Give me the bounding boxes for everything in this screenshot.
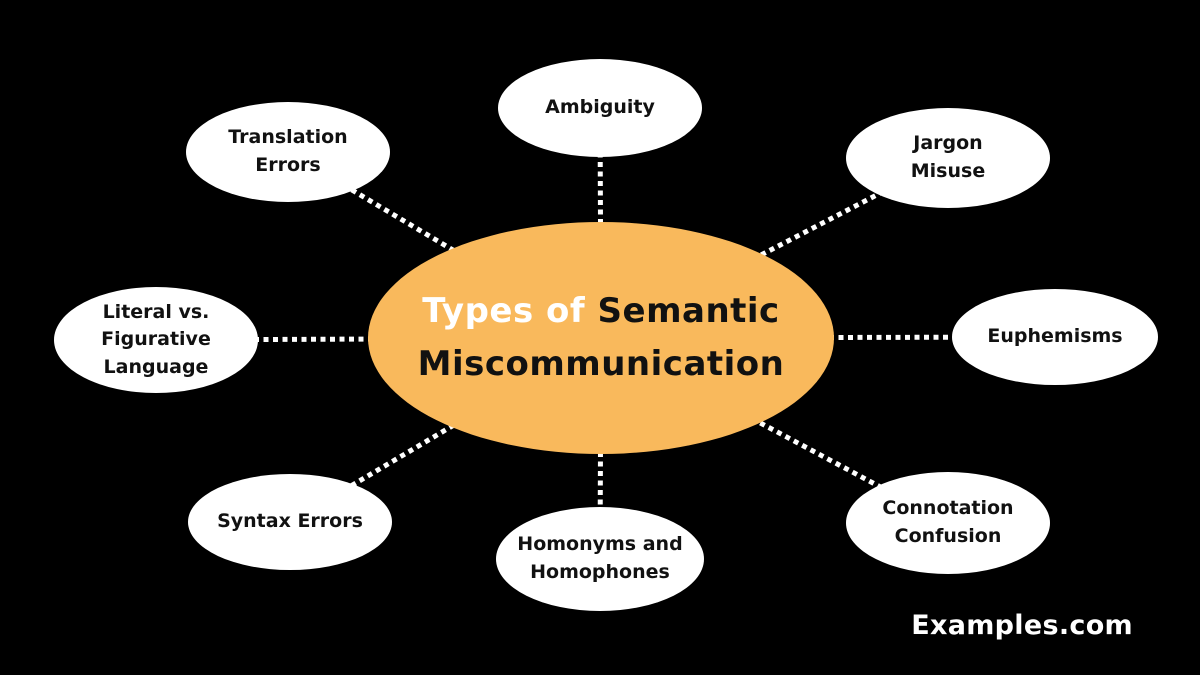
node-literal-vs-figurative: Literal vs. Figurative Language [54, 287, 258, 393]
node-ambiguity: Ambiguity [498, 59, 702, 157]
node-euphemisms: Euphemisms [952, 289, 1158, 385]
diagram-title-highlight: Semantic [597, 291, 780, 332]
node-translation-errors: Translation Errors [186, 102, 390, 202]
node-homonyms-homophones: Homonyms and Homophones [496, 507, 704, 611]
center-node-types-of-semantic-miscommunication: Types of Semantic Miscommunication [368, 222, 834, 454]
diagram-title: Types of Semantic Miscommunication [418, 285, 785, 390]
diagram-title-line2: Miscommunication [417, 344, 785, 384]
node-connotation-confusion: Connotation Confusion [846, 472, 1050, 574]
diagram-title-prefix: Types of [422, 291, 598, 332]
diagram-title-line1: Types of Semantic [418, 285, 785, 338]
node-jargon-misuse: Jargon Misuse [846, 108, 1050, 208]
watermark-examples-com: Examples.com [911, 610, 1133, 641]
node-syntax-errors: Syntax Errors [188, 474, 392, 570]
